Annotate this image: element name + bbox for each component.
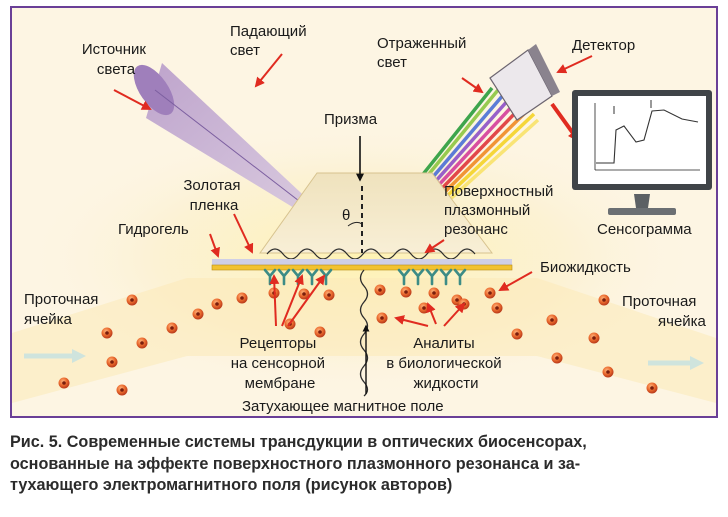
analyte-core bbox=[592, 336, 596, 340]
receptor-pointer-3 bbox=[287, 274, 326, 327]
analyte-core bbox=[170, 326, 174, 330]
analyte-core bbox=[318, 330, 322, 334]
analytes-label: Аналиты в биологической жидкости bbox=[386, 335, 506, 392]
analyte-core bbox=[495, 306, 499, 310]
analyte-core bbox=[650, 386, 654, 390]
analyte-core bbox=[120, 388, 124, 392]
analyte-core bbox=[455, 298, 459, 302]
receptors-label: Рецепторы на сенсорной мембране bbox=[231, 335, 329, 392]
detector-pointer bbox=[556, 55, 593, 74]
detector-label: Детектор bbox=[572, 37, 635, 54]
prism-icon bbox=[259, 172, 493, 254]
analyte-core bbox=[140, 341, 144, 345]
angle-symbol: θ bbox=[342, 207, 350, 224]
analyte-core bbox=[550, 318, 554, 322]
light-source-pointer bbox=[113, 89, 152, 110]
flow-arrow-left-icon bbox=[24, 349, 86, 363]
analyte-core bbox=[432, 291, 436, 295]
receptor-icon bbox=[425, 268, 439, 286]
detector-icon bbox=[489, 44, 560, 121]
flow-arrow-right-icon bbox=[648, 356, 704, 370]
analyte-core bbox=[240, 296, 244, 300]
detector-signal-arrow bbox=[550, 102, 577, 138]
analyte-pointer-3 bbox=[443, 302, 466, 327]
receptor-icon bbox=[453, 268, 467, 286]
receptor-icon bbox=[277, 268, 291, 286]
hydrogel-layer bbox=[212, 259, 512, 265]
analyte-pointer-2 bbox=[426, 302, 437, 325]
caption-line-3: тухающего электромагнитного поля (рисуно… bbox=[10, 476, 453, 494]
analyte-core bbox=[515, 332, 519, 336]
flow-cell-right-label: Проточная ячейка bbox=[622, 293, 707, 330]
analyte-core bbox=[110, 360, 114, 364]
caption-line-1: Рис. 5. Современные системы трансдукции … bbox=[10, 433, 587, 451]
plasmon-wave bbox=[266, 248, 476, 260]
analyte-core bbox=[215, 302, 219, 306]
analyte-core bbox=[327, 293, 331, 297]
biofluid-label: Биожидкость bbox=[540, 259, 631, 276]
receptor-icon bbox=[305, 268, 319, 286]
analyte-core bbox=[606, 370, 610, 374]
hydrogel-pointer bbox=[209, 233, 220, 258]
incident-light-pointer bbox=[254, 53, 283, 88]
figure-caption: Рис. 5. Современные системы трансдукции … bbox=[10, 432, 722, 497]
sensorgram-label: Сенсограмма bbox=[597, 221, 692, 238]
evanescent-field-wave bbox=[359, 269, 369, 397]
gold-film bbox=[211, 264, 513, 271]
flow-cell-left-label: Проточная ячейка bbox=[24, 291, 103, 328]
sensorgram-monitor-icon bbox=[572, 90, 712, 215]
analyte-core bbox=[196, 312, 200, 316]
hydrogel-label: Гидрогель bbox=[118, 221, 189, 238]
spr-label: Поверхностный плазмонный резонанс bbox=[444, 183, 558, 238]
flow-channel bbox=[12, 278, 716, 403]
reflected-light-pointer bbox=[461, 77, 484, 94]
caption-line-2: основанные на эффекте поверхностного пла… bbox=[10, 454, 581, 473]
analyte-core bbox=[302, 292, 306, 296]
receptor-icon bbox=[411, 268, 425, 286]
gold-film-pointer bbox=[233, 213, 254, 254]
analyte-core bbox=[380, 316, 384, 320]
receptor-icon bbox=[439, 268, 453, 286]
biofluid-pointer bbox=[498, 271, 533, 291]
analyte-pointer-1 bbox=[394, 315, 429, 327]
receptor-pointer-2 bbox=[281, 274, 304, 327]
spr-biosensor-diagram: Источник света Падающий свет Отраженный … bbox=[12, 23, 716, 415]
analyte-core bbox=[602, 298, 606, 302]
receptor-pointer-1 bbox=[269, 274, 280, 327]
prism-label: Призма bbox=[324, 111, 378, 128]
analyte-core bbox=[130, 298, 134, 302]
spr-pointer bbox=[424, 239, 445, 254]
receptor-icon bbox=[397, 268, 411, 286]
analyte-core bbox=[62, 381, 66, 385]
evanescent-field-label: Затухающее магнитное поле bbox=[242, 398, 444, 415]
analyte-core bbox=[422, 306, 426, 310]
analyte-core bbox=[488, 291, 492, 295]
analyte-core bbox=[555, 356, 559, 360]
diagram-frame: Источник света Падающий свет Отраженный … bbox=[10, 6, 718, 418]
gold-film-label: Золотая пленка bbox=[183, 177, 244, 214]
analyte-core bbox=[378, 288, 382, 292]
analyte-core bbox=[404, 290, 408, 294]
analyte-core bbox=[105, 331, 109, 335]
light-source-label: Источник света bbox=[82, 41, 150, 78]
reflected-light-label: Отраженный свет bbox=[377, 35, 471, 71]
incident-light-label: Падающий свет bbox=[230, 23, 311, 59]
